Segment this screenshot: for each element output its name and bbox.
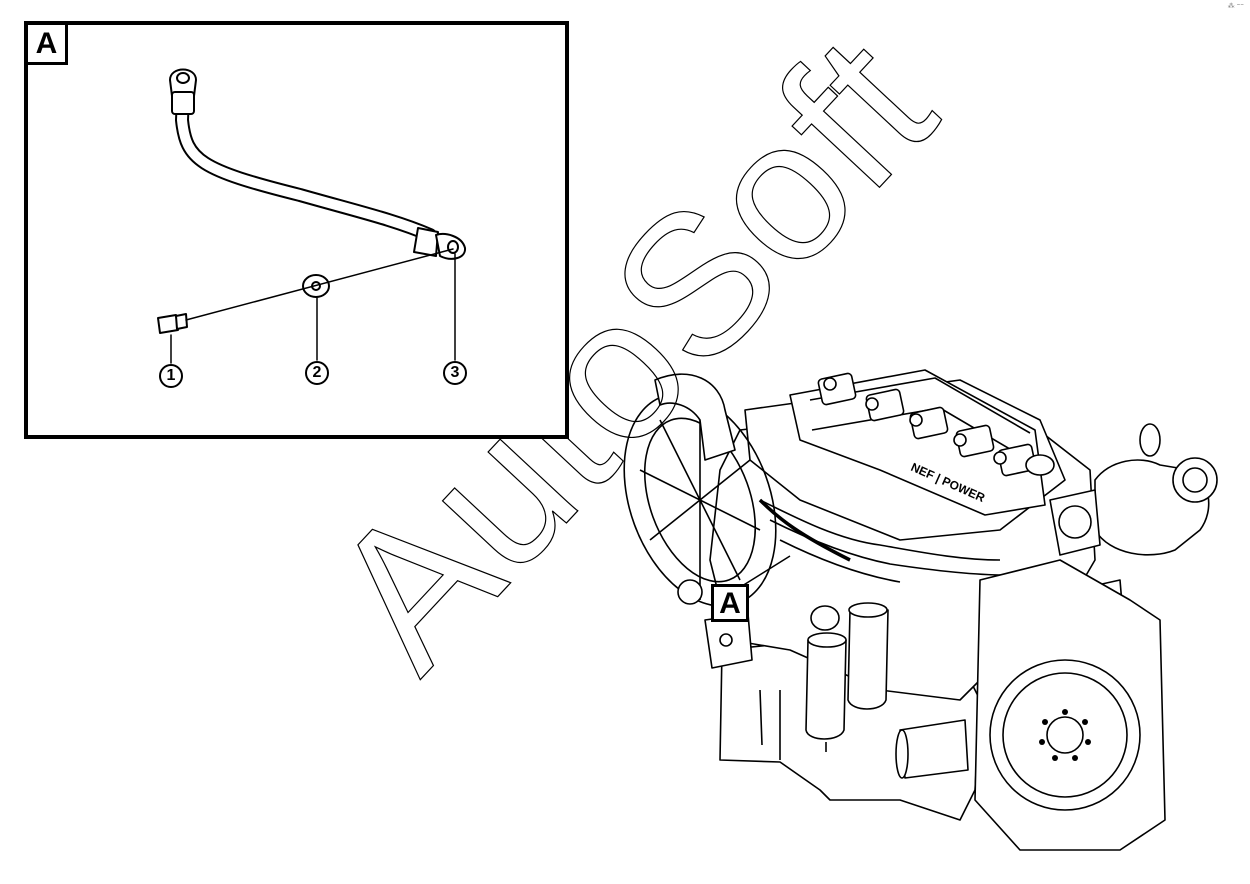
engine-mount — [704, 613, 753, 669]
corner-mark: ⁂ ⁼⁼ — [1227, 3, 1244, 10]
fuel-pipes — [759, 499, 1001, 561]
fuel-filters — [805, 602, 889, 752]
harness — [758, 498, 851, 562]
callout-3: 3 — [443, 361, 467, 385]
valve-cover — [789, 369, 1046, 516]
starter-motor — [895, 719, 969, 779]
engine-location-tag: A — [711, 584, 749, 622]
turbocharger — [1049, 423, 1218, 556]
callout-2: 2 — [305, 361, 329, 385]
detail-view-frame: A — [24, 21, 569, 439]
injectors — [823, 377, 1007, 465]
oil-filler-cap — [1025, 454, 1055, 476]
air-intake-elbow — [654, 373, 736, 461]
engine-illustration — [623, 369, 1218, 851]
front-pulley — [677, 579, 703, 605]
callout-1: 1 — [159, 364, 183, 388]
detail-view-tag: A — [28, 25, 68, 65]
flywheel-bolts — [1039, 709, 1091, 761]
intake-runners — [817, 372, 1037, 477]
